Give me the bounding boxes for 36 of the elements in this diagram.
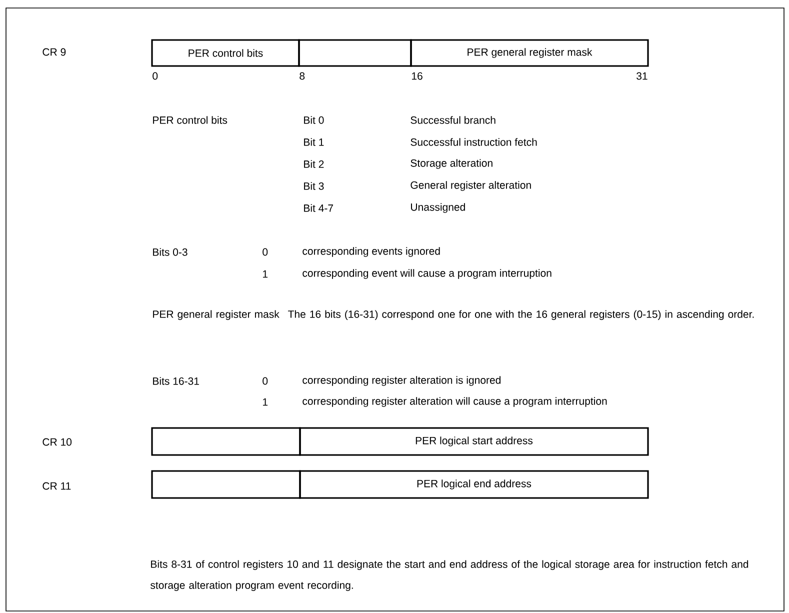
- register-field: PER logical start address: [299, 427, 649, 456]
- bit-description: Storage alteration: [410, 159, 492, 169]
- bit-number: Bit 1: [304, 138, 324, 146]
- empty-field: [151, 427, 301, 456]
- bit-position: 16: [412, 72, 422, 80]
- bit-description: Successful branch: [410, 116, 496, 124]
- bit-value: 0: [262, 248, 268, 256]
- bit-value: 0: [262, 377, 268, 385]
- bit-description: Unassigned: [411, 203, 465, 213]
- bit-number: Bit 2: [304, 160, 324, 168]
- register-field: PER logical end address: [299, 470, 649, 499]
- value-description: corresponding event will cause a program interruption: [302, 269, 552, 279]
- value-description: corresponding register alteration is ignored: [302, 376, 500, 386]
- field-heading: Bits 0-3: [153, 248, 188, 256]
- field-heading: PER general register mask: [153, 310, 280, 320]
- value-description: corresponding register alteration will cause a program interruption: [302, 397, 607, 407]
- value-description: corresponding events ignored: [302, 247, 440, 257]
- bit-number: Bit 3: [304, 182, 324, 190]
- bit-number: Bit 0: [304, 116, 324, 124]
- bit-number: Bit 4-7: [304, 204, 334, 212]
- field-heading: PER control bits: [153, 116, 228, 124]
- register-field: PER general register mask: [410, 39, 649, 67]
- register-label: CR 9: [42, 48, 66, 56]
- bit-description: Successful instruction fetch: [410, 138, 537, 146]
- empty-field: [151, 470, 301, 499]
- register-label: CR 10: [42, 438, 72, 446]
- bit-value: 1: [263, 398, 268, 406]
- field-heading: Bits 16-31: [153, 377, 199, 385]
- bit-position: 8: [300, 72, 305, 80]
- bit-description: General register alteration: [410, 181, 531, 191]
- empty-field: [298, 39, 412, 67]
- bit-value: 1: [263, 270, 268, 278]
- description-text: Bits 8-31 of control registers 10 and 11 designate the start and end address of the logical storage area for instruction fetch and storage alteration program event recording.: [150, 560, 748, 591]
- register-field: PER control bits: [151, 39, 300, 67]
- description-text: The 16 bits (16-31) correspond one for one with the 16 general registers (0-15) in ascending order.: [288, 310, 754, 320]
- register-label: CR 11: [42, 482, 71, 490]
